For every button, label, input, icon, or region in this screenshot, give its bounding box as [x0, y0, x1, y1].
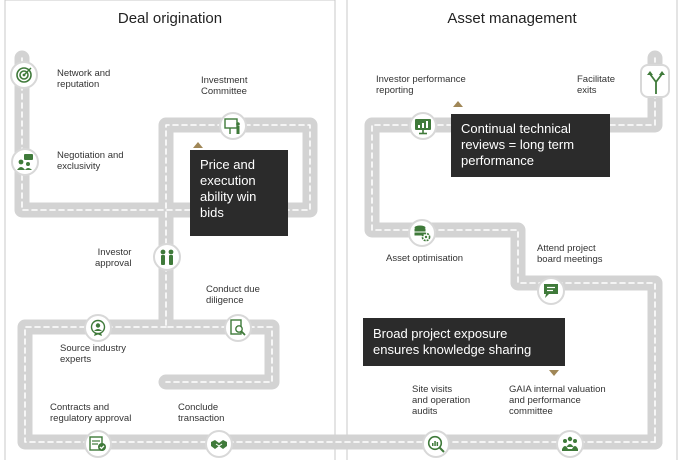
- label-negotiation: Negotiation and exclusivity: [57, 150, 124, 172]
- label-asset-optimisation: Asset optimisation: [386, 253, 464, 264]
- label-investment-committee: Investment Committee: [201, 75, 248, 97]
- label-contracts: Contracts and regulatory approval: [50, 402, 132, 424]
- label-facilitate-exits: Facilitate exits: [577, 74, 616, 96]
- people-icon: [153, 243, 181, 271]
- document-search-icon: [224, 314, 252, 342]
- callout-price: Price and execution ability win bids: [190, 150, 288, 236]
- chat-people-icon: [11, 148, 39, 176]
- label-site-visits: Site visits and operation audits: [412, 384, 471, 417]
- label-investor-approval: Investor approval: [95, 247, 132, 269]
- label-conclude: Conclude transaction: [178, 402, 225, 424]
- audit-chart-icon: [422, 430, 450, 458]
- certificate-check-icon: [84, 430, 112, 458]
- chat-bubble-icon: [537, 277, 565, 305]
- presentation-icon: [219, 112, 247, 140]
- label-source-experts: Source industry experts: [60, 343, 127, 365]
- callout-marker-price: [193, 142, 203, 148]
- committee-icon: [556, 430, 584, 458]
- label-board-meetings: Attend project board meetings: [537, 243, 603, 265]
- expert-badge-icon: [84, 314, 112, 342]
- callout-exposure: Broad project exposure ensures knowledge…: [363, 318, 565, 366]
- callout-technical: Continual technical reviews = long term …: [451, 114, 610, 177]
- deal-origination-title: Deal origination: [117, 10, 223, 27]
- database-gear-icon: [408, 219, 436, 247]
- callout-marker-technical: [453, 101, 463, 107]
- report-screen-icon: [409, 112, 437, 140]
- handshake-icon: [205, 430, 233, 458]
- label-investor-reporting: Investor performance reporting: [376, 74, 466, 96]
- exit-arrows-icon: [640, 64, 670, 98]
- callout-marker-exposure: [549, 370, 559, 376]
- target-icon: [10, 61, 38, 89]
- asset-management-title: Asset management: [447, 10, 577, 27]
- label-network: Network and reputation: [57, 68, 111, 90]
- label-gaia-valuation: GAIA internal valuation and performance …: [509, 384, 606, 417]
- label-due-diligence: Conduct due diligence: [206, 284, 260, 306]
